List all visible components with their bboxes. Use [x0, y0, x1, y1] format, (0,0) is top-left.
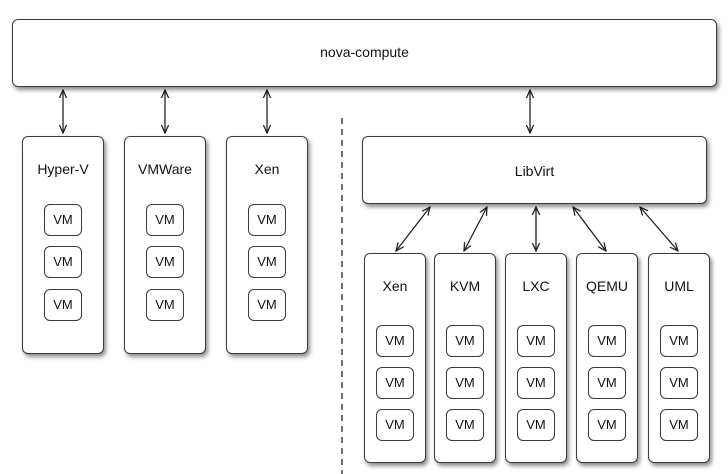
vm-box: VM [446, 325, 484, 357]
vm-box: VM [44, 289, 82, 321]
vm-box: VM [376, 367, 414, 399]
nova-compute-label: nova-compute [320, 44, 409, 60]
libvirt-box: LibVirt [362, 136, 707, 204]
hypervisor-label: QEMU [586, 278, 628, 294]
vm-box: VM [248, 204, 286, 236]
arrow-libvirt-kvm [464, 207, 487, 251]
vm-box: VM [248, 289, 286, 321]
hypervisor-lxc: LXC VM VM VM [505, 253, 567, 463]
hypervisor-kvm: KVM VM VM VM [434, 253, 496, 463]
vm-box: VM [376, 325, 414, 357]
vm-box: VM [146, 204, 184, 236]
vm-box: VM [660, 325, 698, 357]
hypervisor-hyperv: Hyper-V VM VM VM [22, 136, 104, 354]
hypervisor-vmware: VMWare VM VM VM [124, 136, 206, 354]
hypervisor-qemu: QEMU VM VM VM [576, 253, 638, 463]
hypervisor-label: LXC [522, 278, 550, 294]
hypervisor-label: Xen [382, 278, 408, 294]
hypervisor-label: Hyper-V [37, 161, 89, 177]
arrow-libvirt-uml [640, 207, 678, 251]
arrow-libvirt-xen [396, 207, 430, 251]
hypervisor-xen-left: Xen VM VM VM [226, 136, 308, 354]
hypervisor-label: KVM [449, 278, 481, 294]
vm-box: VM [446, 409, 484, 441]
vm-box: VM [517, 325, 555, 357]
vm-box: VM [588, 325, 626, 357]
vm-box: VM [660, 409, 698, 441]
hypervisor-label: VMWare [138, 161, 192, 177]
vm-box: VM [517, 409, 555, 441]
vm-box: VM [588, 367, 626, 399]
vm-box: VM [44, 204, 82, 236]
nova-compute-box: nova-compute [12, 19, 717, 87]
vm-box: VM [146, 246, 184, 278]
vm-box: VM [44, 246, 82, 278]
vm-box: VM [248, 246, 286, 278]
libvirt-label: LibVirt [514, 163, 555, 179]
hypervisor-uml: UML VM VM VM [648, 253, 710, 463]
hypervisor-xen-right: Xen VM VM VM [364, 253, 426, 463]
arrow-libvirt-qemu [573, 207, 606, 251]
vm-box: VM [517, 367, 555, 399]
vm-box: VM [588, 409, 626, 441]
vm-box: VM [660, 367, 698, 399]
vm-box: VM [146, 289, 184, 321]
hypervisor-label: Xen [254, 161, 280, 177]
vm-box: VM [376, 409, 414, 441]
vm-box: VM [446, 367, 484, 399]
hypervisor-label: UML [664, 278, 694, 294]
